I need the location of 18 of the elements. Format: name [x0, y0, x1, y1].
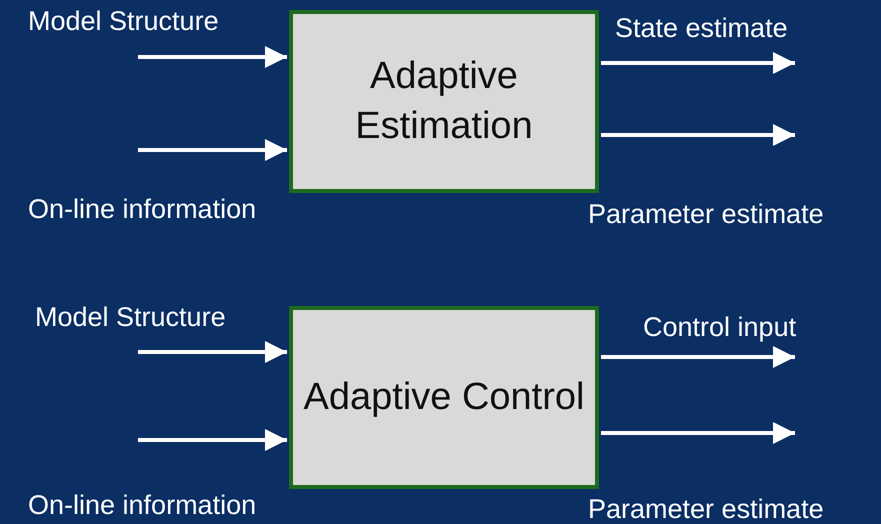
- edge-label: On-line information: [28, 193, 256, 225]
- edge-label: Control input: [643, 311, 796, 343]
- arrow: [138, 429, 287, 451]
- process-box: Adaptive Control: [289, 306, 599, 489]
- arrow: [138, 341, 287, 363]
- edge-label: Model Structure: [28, 5, 219, 37]
- edge-label: State estimate: [615, 12, 788, 44]
- edge-label: Parameter estimate: [588, 493, 824, 524]
- edge-label: Parameter estimate: [588, 198, 824, 230]
- arrow: [601, 346, 795, 368]
- arrow: [601, 124, 795, 146]
- edge-label: On-line information: [28, 489, 256, 521]
- edge-label: Model Structure: [35, 301, 226, 333]
- arrow: [138, 139, 287, 161]
- arrow: [601, 422, 795, 444]
- arrow: [601, 52, 795, 74]
- arrow: [138, 46, 287, 68]
- process-box: Adaptive Estimation: [289, 10, 599, 193]
